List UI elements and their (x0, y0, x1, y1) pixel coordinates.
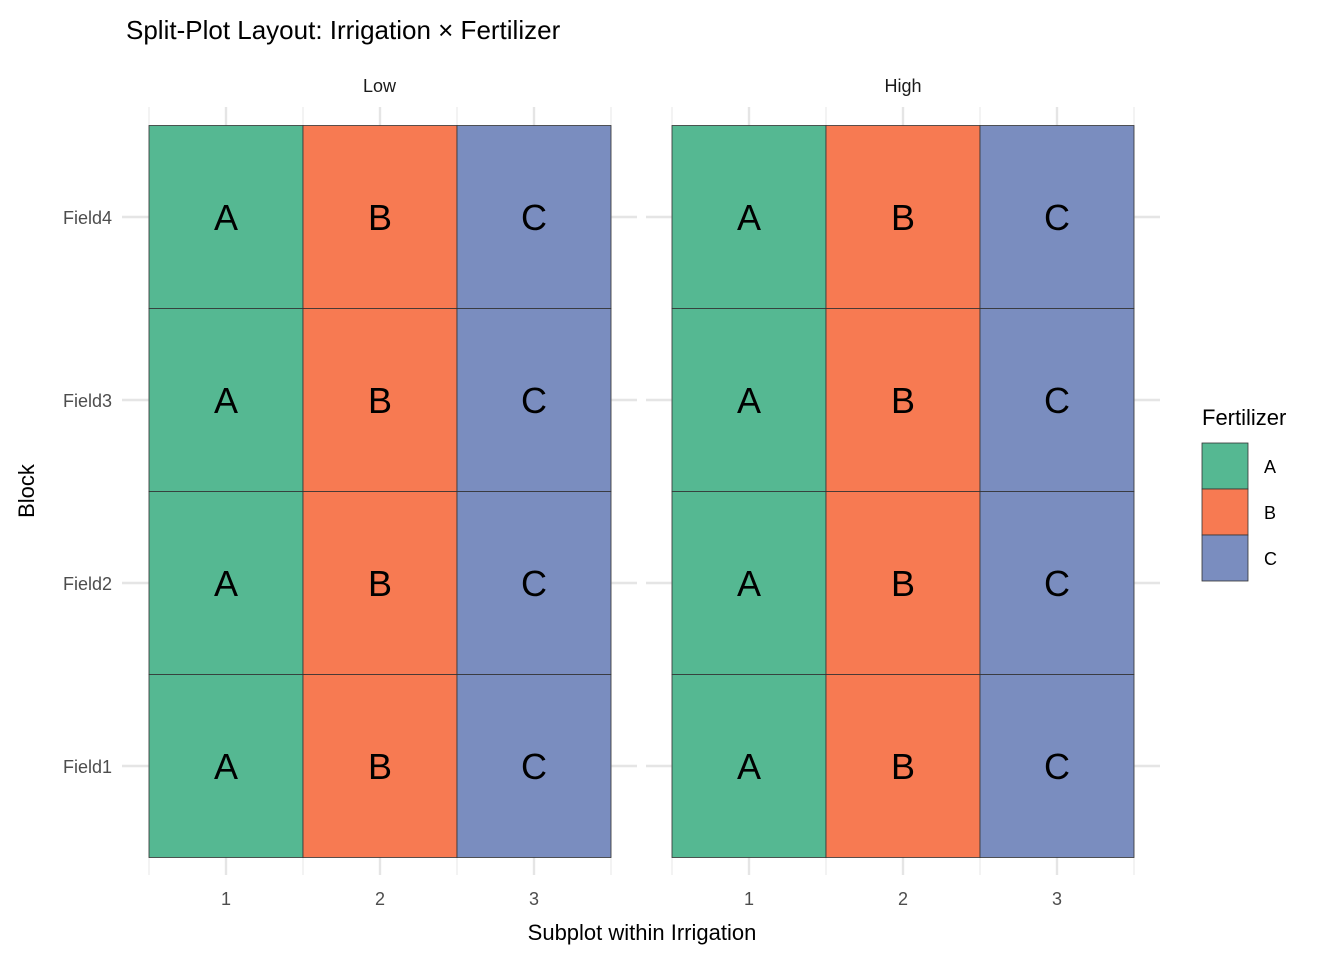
tile-high-field2-3 (979, 491, 1135, 675)
tile-high-field4-2 (825, 125, 981, 309)
tile-low-field1-3 (456, 674, 612, 858)
y-axis-label: Block (14, 463, 39, 518)
facet-label-low: Low (363, 76, 397, 96)
chart-title: Split-Plot Layout: Irrigation × Fertiliz… (126, 15, 561, 45)
tile-label: B (368, 380, 392, 421)
tile-label: A (737, 563, 761, 604)
legend-label: C (1264, 549, 1277, 569)
tile-high-field1-3 (979, 674, 1135, 858)
tile-label: C (521, 746, 547, 787)
x-tick-label: 2 (375, 889, 385, 909)
tile-low-field1-2 (302, 674, 458, 858)
tile-label: A (214, 197, 238, 238)
tile-label: C (1044, 563, 1070, 604)
tile-label: B (891, 563, 915, 604)
facet-label-high: High (884, 76, 921, 96)
tile-label: B (891, 746, 915, 787)
tile-label: A (214, 563, 238, 604)
y-tick-label: Field3 (63, 391, 112, 411)
x-tick-label: 1 (221, 889, 231, 909)
tile-label: B (891, 197, 915, 238)
legend-title: Fertilizer (1202, 405, 1286, 430)
tile-low-field3-2 (302, 308, 458, 492)
legend-label: A (1264, 457, 1276, 477)
y-tick-label: Field4 (63, 208, 112, 228)
tile-label: A (214, 746, 238, 787)
tile-high-field3-1 (671, 308, 827, 492)
tile-label: C (521, 380, 547, 421)
tile-low-field4-1 (148, 125, 304, 309)
tile-low-field2-3 (456, 491, 612, 675)
legend: Fertilizer A B C (1201, 405, 1286, 582)
tile-label: A (737, 197, 761, 238)
tile-high-field3-2 (825, 308, 981, 492)
y-tick-label: Field2 (63, 574, 112, 594)
tile-high-field3-3 (979, 308, 1135, 492)
tile-label: A (737, 380, 761, 421)
tile-label: C (521, 197, 547, 238)
tile-low-field3-1 (148, 308, 304, 492)
tile-low-field4-3 (456, 125, 612, 309)
tile-high-field4-1 (671, 125, 827, 309)
legend-key-a (1201, 442, 1249, 490)
tile-low-field4-2 (302, 125, 458, 309)
tile-low-field3-3 (456, 308, 612, 492)
tile-low-field2-2 (302, 491, 458, 675)
x-tick-label: 3 (529, 889, 539, 909)
tile-label: A (214, 380, 238, 421)
legend-key-c (1201, 534, 1249, 582)
tile-label: C (1044, 746, 1070, 787)
tile-high-field1-1 (671, 674, 827, 858)
tile-label: B (368, 746, 392, 787)
legend-key-b (1201, 488, 1249, 536)
x-tick-label: 1 (744, 889, 754, 909)
tile-high-field4-3 (979, 125, 1135, 309)
y-tick-label: Field1 (63, 757, 112, 777)
tile-high-field2-1 (671, 491, 827, 675)
tile-label: A (737, 746, 761, 787)
x-tick-label: 3 (1052, 889, 1062, 909)
tile-high-field1-2 (825, 674, 981, 858)
x-axis-label: Subplot within Irrigation (528, 920, 757, 945)
tile-label: B (368, 563, 392, 604)
tile-low-field1-1 (148, 674, 304, 858)
legend-label: B (1264, 503, 1276, 523)
tile-label: B (368, 197, 392, 238)
tile-label: C (1044, 380, 1070, 421)
tile-label: B (891, 380, 915, 421)
tile-label: C (1044, 197, 1070, 238)
x-tick-label: 2 (898, 889, 908, 909)
tile-label: C (521, 563, 547, 604)
